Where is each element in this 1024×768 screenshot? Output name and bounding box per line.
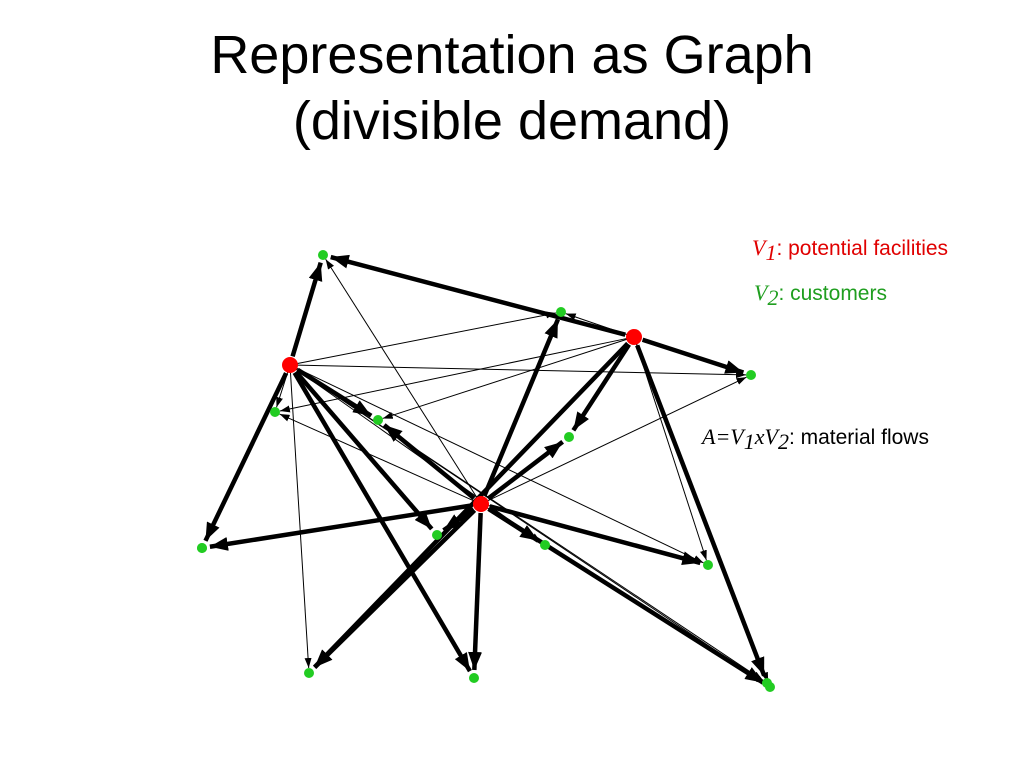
customer-node-c5 bbox=[373, 415, 383, 425]
flow-edge-f3-c7 bbox=[209, 503, 473, 551]
flow-edge-f3-c3 bbox=[487, 376, 747, 502]
flow-edge-f1-c5 bbox=[296, 367, 373, 418]
flow-edge-f3-c2 bbox=[482, 318, 561, 497]
customer-node-c3 bbox=[746, 370, 756, 380]
legend-facilities-symbol: V bbox=[752, 235, 766, 260]
slide-title-line2: (divisible demand) bbox=[292, 91, 732, 151]
flow-edge-f1-c14 bbox=[295, 368, 764, 681]
legend-flows-mid: xV bbox=[754, 424, 778, 449]
customer-node-c12 bbox=[469, 673, 479, 683]
slide-title-line1: Representation as Graph bbox=[210, 25, 814, 85]
flow-edge-f2-c6 bbox=[571, 343, 631, 432]
customer-node-c11 bbox=[304, 668, 314, 678]
legend-customers: V2: customers bbox=[754, 281, 887, 310]
flow-edge-f1-c8 bbox=[294, 370, 434, 531]
flow-edge-f3-c8 bbox=[442, 507, 475, 533]
flow-edge-f2-c13 bbox=[636, 343, 769, 683]
flow-edge-f3-c10 bbox=[489, 504, 701, 566]
legend-customers-text: : customers bbox=[778, 282, 887, 305]
flow-edge-f3-c6 bbox=[486, 440, 564, 501]
customer-node-c9 bbox=[540, 540, 550, 550]
customer-node-c10 bbox=[703, 560, 713, 570]
customer-node-c1 bbox=[318, 250, 328, 260]
legend-facilities-text: : potential facilities bbox=[776, 237, 949, 260]
flow-edge-f1-c7 bbox=[203, 372, 289, 542]
flow-edge-f1-c3 bbox=[296, 364, 747, 379]
facility-node-f2 bbox=[626, 329, 642, 345]
flow-edge-f1-c12 bbox=[292, 371, 472, 673]
flow-edge-f2-c1 bbox=[330, 254, 626, 337]
legend-facilities-subscript: 1 bbox=[765, 240, 777, 266]
customer-node-c7 bbox=[197, 543, 207, 553]
legend-material-flows: A=V1xV2: material flows bbox=[702, 425, 929, 454]
legend-facilities: V1: potential facilities bbox=[752, 236, 948, 265]
legend-customers-symbol: V bbox=[754, 280, 768, 305]
flow-edge-f1-c11 bbox=[289, 371, 312, 669]
customer-node-c6 bbox=[564, 432, 574, 442]
legend-flows-prefix: A=V bbox=[702, 424, 744, 449]
flow-edge-f3-c1 bbox=[325, 258, 478, 499]
flow-edge-f1-c1 bbox=[290, 262, 323, 358]
flow-edge-f3-c5 bbox=[382, 423, 476, 501]
flow-edge-f2-c2 bbox=[565, 313, 628, 336]
customer-node-c4 bbox=[270, 407, 280, 417]
edges-layer bbox=[203, 254, 769, 685]
nodes-layer bbox=[197, 250, 775, 692]
slide-title: Representation as Graph (divisible deman… bbox=[0, 22, 1024, 154]
facility-node-f1 bbox=[282, 357, 298, 373]
legend-flows-text: : material flows bbox=[788, 426, 929, 449]
legend-flows-sub1: 1 bbox=[743, 429, 755, 455]
customer-node-c2 bbox=[556, 307, 566, 317]
flow-edge-f1-c10 bbox=[296, 367, 704, 564]
customer-node-c8 bbox=[432, 530, 442, 540]
flow-edge-f2-c5 bbox=[382, 338, 628, 419]
customer-node-c14 bbox=[762, 678, 772, 688]
flow-edge-f3-c4 bbox=[279, 413, 475, 502]
flow-edge-f3-c14 bbox=[486, 507, 764, 681]
legend-flows-sub2: 2 bbox=[777, 429, 789, 455]
flow-edge-f1-c2 bbox=[296, 311, 557, 365]
flow-edge-f2-c3 bbox=[641, 337, 745, 375]
facility-node-f3 bbox=[473, 496, 489, 512]
flow-edge-f3-c12 bbox=[468, 512, 483, 671]
legend-customers-subscript: 2 bbox=[767, 285, 779, 311]
flow-edge-f2-c10 bbox=[635, 343, 707, 561]
flow-edge-f3-c11 bbox=[313, 508, 477, 669]
